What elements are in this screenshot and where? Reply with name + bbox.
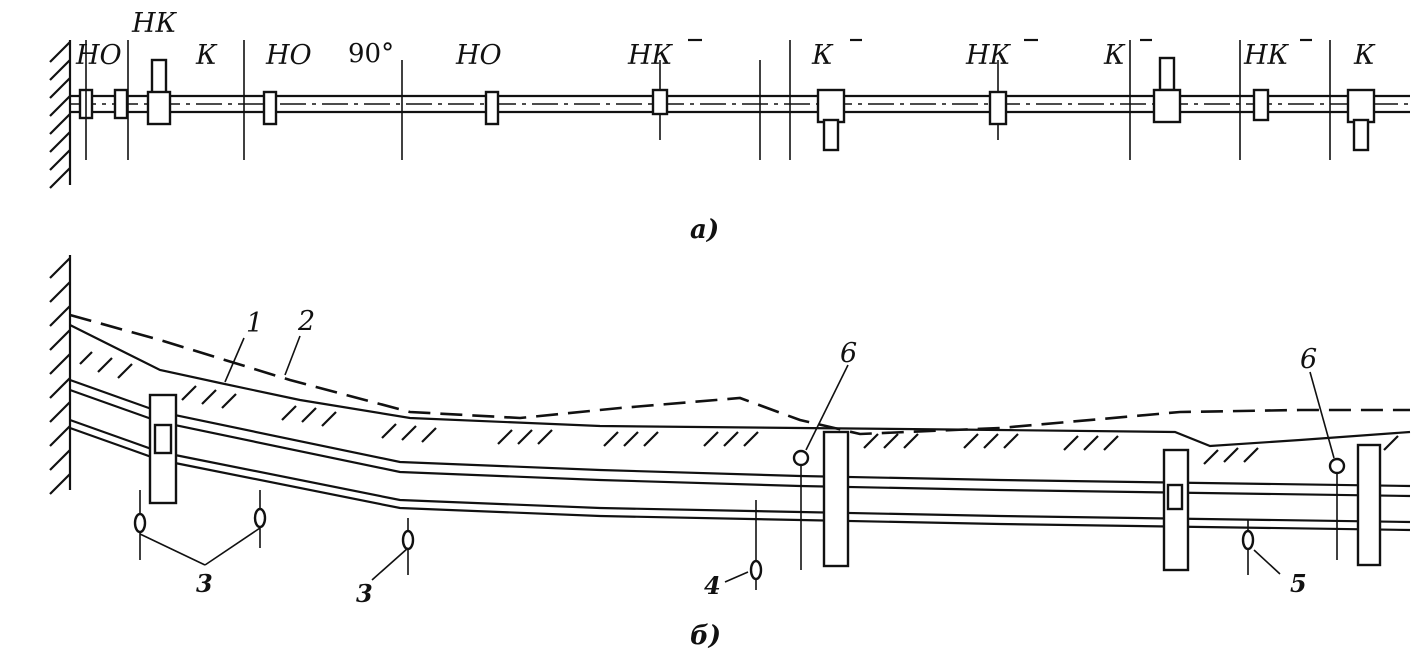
label-ho-2: НО <box>265 40 312 71</box>
labels-a: НО НК К НО 90° НО НК К НК К НК К <box>75 8 1376 71</box>
label-k-4: К <box>1353 40 1376 71</box>
supports-a <box>146 56 1376 152</box>
label-ho-1: НО <box>75 40 122 71</box>
label-nk-2: НК <box>627 40 674 71</box>
diagram-b: 1 2 3 3 4 5 6 6 б) <box>49 255 1411 651</box>
label-angle-90: 90° <box>348 39 394 69</box>
label-nk-3: НК <box>965 40 1012 71</box>
markers-b <box>133 449 1346 590</box>
label-nk-1: НК <box>131 8 178 39</box>
label-6b: 6 <box>1300 344 1317 375</box>
label-6a: 6 <box>840 338 857 369</box>
label-5: 5 <box>1290 569 1307 598</box>
leader-lines-b <box>139 335 1335 583</box>
label-ho-3: НО <box>455 40 502 71</box>
caption-a: а) <box>690 215 719 245</box>
label-3a: 3 <box>196 569 213 598</box>
label-3b: 3 <box>356 579 373 608</box>
pipe-a <box>70 94 1410 114</box>
label-nk-4: НК <box>1243 40 1290 71</box>
design-line-2 <box>69 313 1410 436</box>
label-1: 1 <box>246 308 263 339</box>
labels-b: 1 2 3 3 4 5 6 6 <box>196 306 1317 608</box>
ground-hatching <box>79 351 1399 465</box>
marker-lines-a <box>85 40 1331 160</box>
label-k-3: К <box>1103 40 1126 71</box>
caption-b: б) <box>690 621 721 651</box>
fixed-supports-b <box>148 393 1382 572</box>
ground-line-1 <box>69 324 1411 448</box>
label-4: 4 <box>704 571 721 600</box>
wall-a <box>49 40 72 189</box>
label-2: 2 <box>297 306 315 337</box>
pipe-b <box>69 378 1411 532</box>
label-k-1: К <box>195 40 218 71</box>
label-k-2: К <box>811 40 834 71</box>
wall-b <box>49 255 72 495</box>
diagram-a: НО НК К НО 90° НО НК К НК К НК К а) <box>49 8 1410 245</box>
